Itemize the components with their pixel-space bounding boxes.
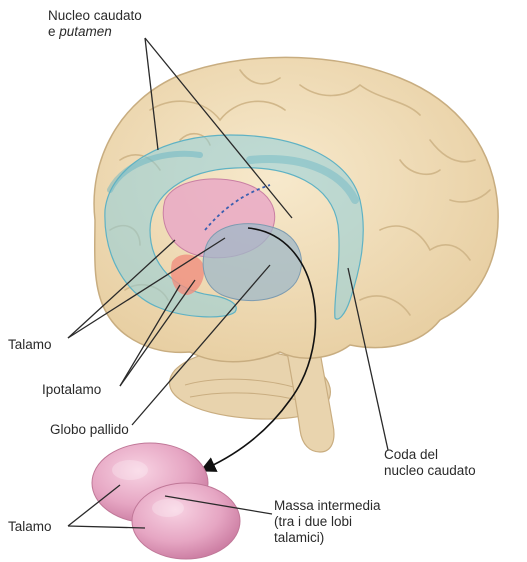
label-talamo-lower: Talamo (8, 519, 52, 535)
thalamus-lobe-lower (132, 483, 240, 559)
label-talamo-upper: Talamo (8, 337, 52, 353)
globus-pallidus (203, 224, 301, 301)
label-caudate-putamen: Nucleo caudato e putamen (48, 8, 142, 40)
label-massa-intermedia: Massa intermedia (tra i due lobi talamic… (274, 498, 381, 546)
label-globo-pallido: Globo pallido (50, 422, 129, 438)
label-ipotalamo: Ipotalamo (42, 382, 101, 398)
label-coda-nucleo-caudato: Coda del nucleo caudato (384, 447, 476, 479)
